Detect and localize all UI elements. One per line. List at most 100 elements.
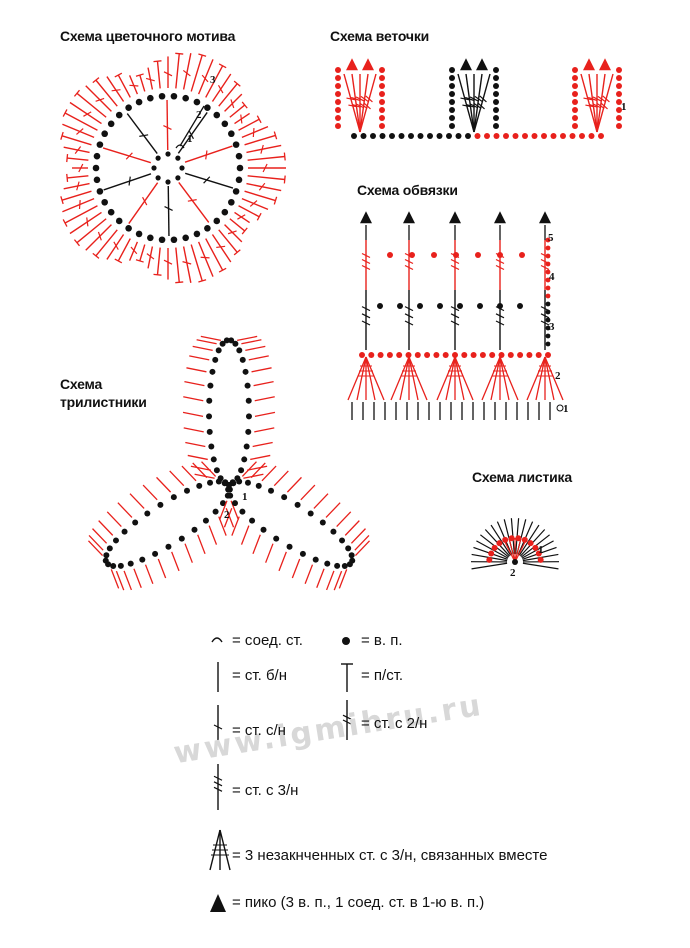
stitch-line	[351, 96, 360, 101]
chain-dot	[496, 540, 503, 547]
chain-dot	[125, 224, 132, 232]
stitch-line	[76, 92, 107, 118]
chain-dot	[522, 133, 528, 139]
chain-dot	[245, 428, 252, 435]
stitch-line	[495, 320, 505, 326]
stitch-line	[241, 101, 248, 109]
stitch-line	[233, 80, 241, 87]
chain-dot	[598, 133, 604, 139]
stitch-line	[304, 564, 314, 584]
chain-dot	[107, 208, 115, 216]
picot-mark	[403, 211, 415, 224]
chain-dot	[446, 133, 452, 139]
chain-dot	[249, 517, 256, 524]
chain-dot	[498, 352, 505, 358]
chain-dot	[170, 92, 178, 100]
chain-dot	[475, 252, 481, 258]
stitch-line	[103, 173, 152, 191]
stitch-line	[450, 264, 460, 271]
chain-dot	[493, 91, 499, 97]
stitch-line	[92, 528, 108, 544]
chain-dot	[489, 352, 496, 358]
stitch-line	[205, 238, 224, 271]
chain-dot	[493, 67, 499, 73]
stitch-line	[175, 53, 180, 89]
stitch-line	[526, 356, 546, 401]
chain-dot	[461, 352, 468, 358]
stitch-line	[359, 73, 377, 133]
stitch-line	[166, 99, 169, 151]
stitch-line	[175, 281, 184, 284]
stitch-line	[508, 537, 516, 563]
stitch-line	[356, 356, 367, 401]
chain-dot	[193, 98, 201, 106]
chain-dot	[208, 443, 215, 450]
stitch-line	[163, 71, 173, 77]
chain-dot	[379, 115, 385, 121]
chain-dot	[335, 123, 341, 129]
chain-dot	[204, 104, 211, 112]
chain-dot	[204, 224, 211, 232]
stitch-line	[248, 355, 269, 361]
chain-dot	[532, 544, 539, 551]
stitch-line	[142, 484, 158, 501]
stitch-line	[495, 252, 505, 259]
chain-dot	[155, 175, 161, 181]
stitch-line	[73, 239, 81, 247]
stitch-line	[213, 775, 223, 781]
chain-dot	[334, 562, 341, 569]
chain-dot	[512, 133, 519, 139]
stitch-line	[246, 465, 268, 471]
chain-dot	[545, 285, 551, 291]
chain-dot	[115, 217, 123, 225]
stitch-line	[144, 564, 154, 584]
chain-dot	[449, 91, 455, 97]
chain-dot	[572, 107, 578, 113]
stitch-line	[184, 145, 233, 163]
step-number: 1	[538, 544, 544, 556]
chain-dot	[175, 175, 181, 181]
stitch-line	[97, 231, 102, 241]
picot-mark	[449, 211, 461, 224]
chain-dot	[182, 234, 189, 242]
treble-icon	[342, 700, 352, 740]
legend-picot: = пико (3 в. п., 1 соед. ст. в 1-ю в. п.…	[232, 894, 485, 911]
chain-dot	[545, 245, 551, 251]
chain-dot	[135, 98, 143, 106]
chain-dot	[225, 486, 232, 493]
stitch-line	[325, 502, 341, 518]
stitch-line	[133, 568, 142, 588]
chain-dot	[221, 208, 229, 216]
stitch-line	[128, 75, 139, 95]
stitch-line	[535, 356, 546, 401]
stitch-line	[351, 73, 361, 133]
stitch-line	[85, 85, 112, 112]
chain-dot	[377, 352, 384, 358]
chain-dot	[213, 111, 221, 119]
stitch-line	[583, 97, 593, 101]
stitch-line	[203, 176, 211, 184]
chain-dot	[386, 352, 393, 358]
stitch-line	[300, 484, 316, 501]
stitch-line	[62, 123, 95, 139]
cluster-icon	[209, 829, 231, 871]
stitch-line	[67, 175, 89, 179]
stitch-line	[73, 89, 81, 97]
picot-mark	[599, 58, 611, 71]
stitch-line	[198, 279, 207, 283]
stitch-line	[355, 103, 365, 109]
chain-dot	[245, 413, 252, 420]
stitch-line	[457, 73, 475, 133]
stitch-line	[344, 520, 360, 536]
chain-dot	[465, 133, 471, 139]
chain-dot	[515, 535, 522, 542]
chain-dot	[157, 501, 164, 508]
chain-dot	[260, 526, 267, 533]
chain-dot	[379, 75, 385, 81]
chain-dot	[507, 352, 514, 358]
stitch-line	[153, 273, 162, 276]
chain-dot	[178, 535, 185, 542]
stitch-line	[182, 53, 192, 90]
stitch-line	[205, 65, 224, 98]
stitch-line	[188, 130, 194, 140]
